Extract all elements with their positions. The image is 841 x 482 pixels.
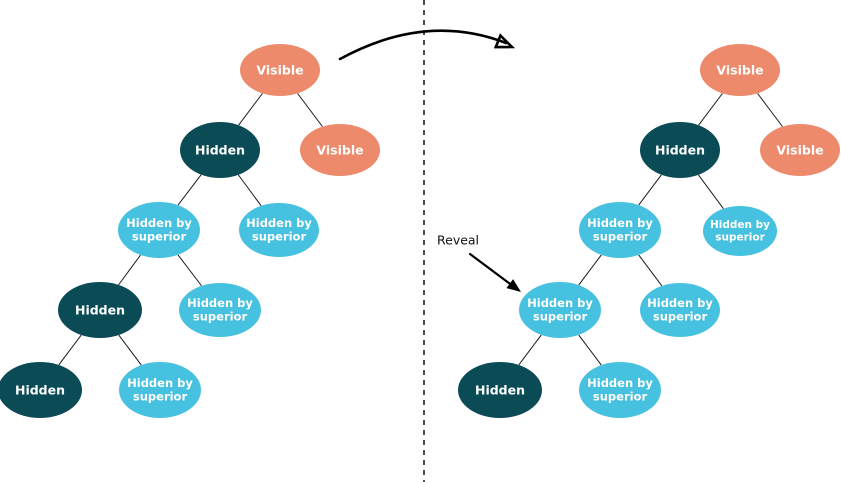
node-label-line2: superior bbox=[252, 230, 307, 244]
node-label: Hidden bbox=[15, 383, 65, 398]
tree-edge bbox=[757, 93, 783, 127]
tree-edge bbox=[177, 254, 202, 287]
node-ellipse bbox=[179, 283, 261, 337]
reveal-label: Reveal bbox=[437, 233, 479, 248]
node-label: Visible bbox=[776, 143, 823, 158]
tree-node-visible[interactable]: Visible bbox=[240, 44, 320, 96]
edges-layer bbox=[58, 93, 783, 366]
tree-node-hidden[interactable]: Hidden bbox=[0, 362, 82, 418]
node-label-line2: superior bbox=[193, 310, 248, 324]
node-label: Visible bbox=[716, 63, 763, 78]
node-label-line2: superior bbox=[593, 390, 648, 404]
tree-node-hidden[interactable]: Hidden bbox=[458, 362, 542, 418]
node-label-line1: Hidden by bbox=[587, 376, 653, 390]
node-ellipse bbox=[239, 203, 319, 257]
tree-edge bbox=[237, 174, 262, 207]
node-label-line2: superior bbox=[533, 310, 588, 324]
tree-edge bbox=[578, 254, 602, 286]
node-ellipse bbox=[180, 122, 260, 178]
transition-arrow-head bbox=[493, 33, 516, 49]
node-ellipse bbox=[700, 44, 780, 96]
node-label: Visible bbox=[256, 63, 303, 78]
node-label-line1: Hidden by bbox=[647, 296, 713, 310]
tree-edge bbox=[698, 174, 724, 209]
node-label-line1: Hidden by bbox=[187, 296, 253, 310]
tree-node-hidden[interactable]: Hidden bbox=[58, 282, 142, 338]
reveal-arrow-line bbox=[468, 252, 511, 285]
reveal-arrow-head bbox=[506, 279, 521, 292]
node-ellipse bbox=[640, 283, 720, 337]
node-ellipse bbox=[703, 206, 777, 256]
tree-edge bbox=[698, 93, 723, 126]
tree-edge bbox=[177, 174, 202, 206]
tree-node-visible[interactable]: Visible bbox=[700, 44, 780, 96]
node-label: Hidden bbox=[655, 143, 705, 158]
node-ellipse bbox=[579, 202, 661, 258]
node-ellipse bbox=[519, 282, 601, 338]
node-label-line1: Hidden by bbox=[587, 216, 653, 230]
node-label-line1: Hidden by bbox=[127, 376, 193, 390]
node-ellipse bbox=[0, 362, 82, 418]
node-label-line1: Hidden by bbox=[246, 216, 312, 230]
transition-arrow-curve bbox=[338, 29, 508, 61]
node-ellipse bbox=[458, 362, 542, 418]
node-ellipse bbox=[640, 122, 720, 178]
node-label-line2: superior bbox=[133, 390, 188, 404]
tree-edge bbox=[58, 334, 82, 366]
tree-edge bbox=[297, 93, 323, 127]
node-label-line2: superior bbox=[653, 310, 708, 324]
tree-node-hidden[interactable]: Hidden bbox=[180, 122, 260, 178]
tree-node-visible[interactable]: Visible bbox=[300, 124, 380, 176]
node-label-line1: Hidden by bbox=[527, 296, 593, 310]
node-ellipse bbox=[118, 202, 200, 258]
reveal-annotation: Reveal bbox=[437, 233, 521, 292]
node-label-line1: Hidden by bbox=[126, 216, 192, 230]
tree-edge bbox=[638, 174, 662, 206]
tree-edge bbox=[638, 254, 663, 287]
tree-edge bbox=[238, 93, 263, 126]
node-label: Hidden bbox=[75, 303, 125, 318]
tree-node-visible[interactable]: Visible bbox=[760, 124, 840, 176]
tree-node-hidden[interactable]: Hidden bbox=[640, 122, 720, 178]
node-ellipse bbox=[119, 362, 201, 418]
transition-arrow bbox=[338, 29, 516, 61]
node-ellipse bbox=[579, 362, 661, 418]
node-label-line2: superior bbox=[132, 230, 187, 244]
tree-edge bbox=[118, 334, 142, 366]
node-ellipse bbox=[240, 44, 320, 96]
tree-edge bbox=[518, 334, 542, 366]
node-label: Hidden bbox=[475, 383, 525, 398]
node-ellipse bbox=[58, 282, 142, 338]
node-label: Visible bbox=[316, 143, 363, 158]
tree-edge bbox=[578, 334, 602, 366]
node-label-line2: superior bbox=[593, 230, 648, 244]
node-ellipse bbox=[760, 124, 840, 176]
node-label-line2: superior bbox=[715, 232, 765, 244]
node-ellipse bbox=[300, 124, 380, 176]
node-label-line1: Hidden by bbox=[710, 219, 770, 231]
node-label: Hidden bbox=[195, 143, 245, 158]
tree-edge bbox=[118, 254, 141, 286]
